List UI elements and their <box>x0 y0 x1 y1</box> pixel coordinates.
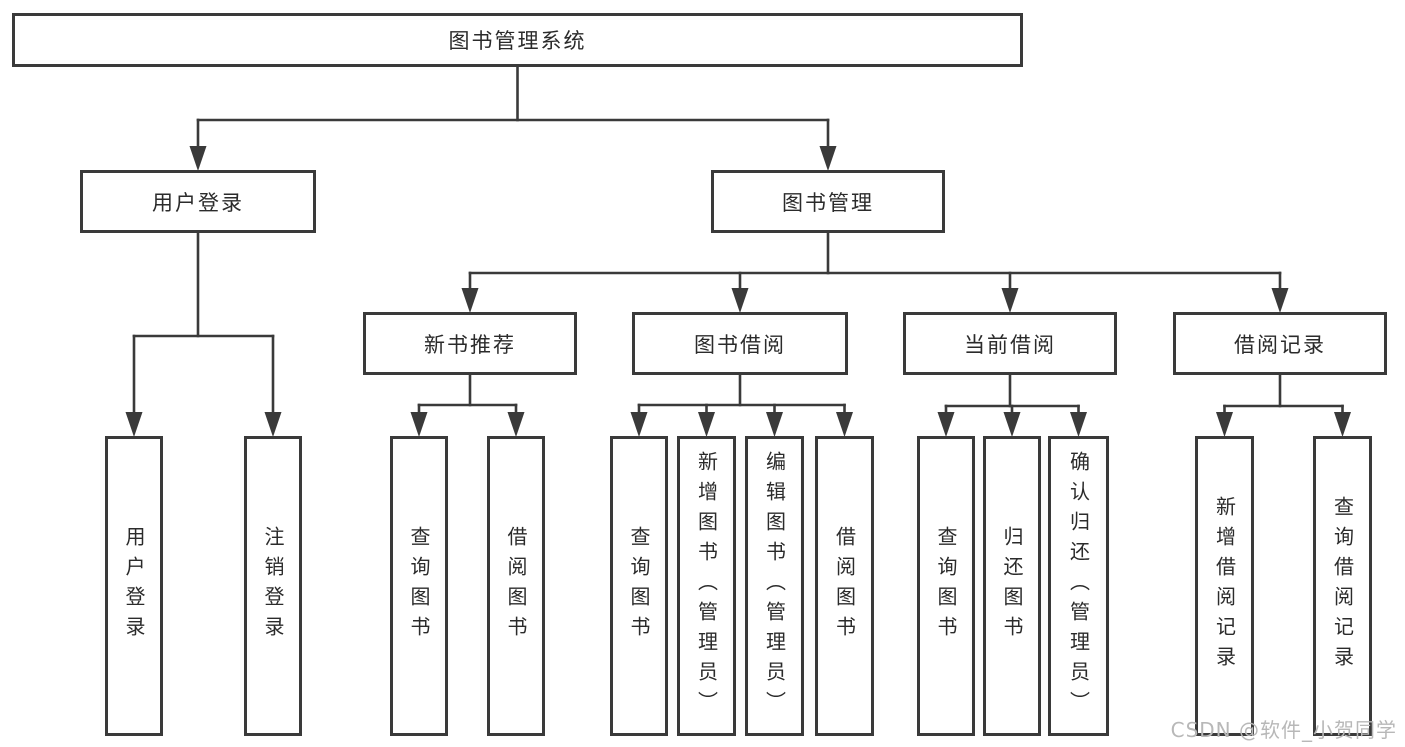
node-book-borrowing: 图书借阅 <box>632 312 848 375</box>
node-add-books-admin: 新增图书（管理员） <box>677 436 736 736</box>
node-borrow-books-borrowing: 借阅图书 <box>815 436 874 736</box>
node-logout-login: 注销登录 <box>244 436 302 736</box>
node-add-borrow-record: 新增借阅记录 <box>1195 436 1254 736</box>
node-new-book-recommend: 新书推荐 <box>363 312 577 375</box>
node-current-borrowing: 当前借阅 <box>903 312 1117 375</box>
node-borrowing-records: 借阅记录 <box>1173 312 1387 375</box>
node-query-books-borrowing: 查询图书 <box>610 436 668 736</box>
node-confirm-return-admin: 确认归还（管理员） <box>1048 436 1109 736</box>
node-user-login: 用户登录 <box>80 170 316 233</box>
node-book-management: 图书管理 <box>711 170 945 233</box>
node-return-books: 归还图书 <box>983 436 1041 736</box>
node-borrow-books-recommend: 借阅图书 <box>487 436 545 736</box>
node-query-borrow-record: 查询借阅记录 <box>1313 436 1372 736</box>
node-query-books-current: 查询图书 <box>917 436 975 736</box>
node-user-login-leaf: 用户登录 <box>105 436 163 736</box>
node-library-system: 图书管理系统 <box>12 13 1023 67</box>
node-edit-books-admin: 编辑图书（管理员） <box>745 436 804 736</box>
node-query-books-recommend: 查询图书 <box>390 436 448 736</box>
